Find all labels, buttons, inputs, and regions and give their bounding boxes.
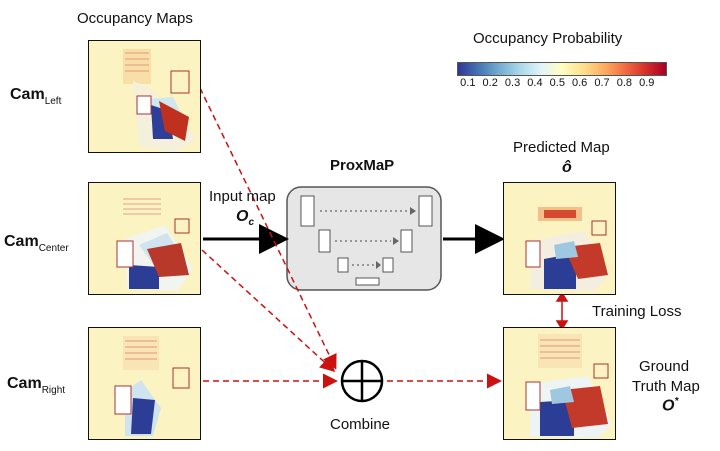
ground-truth-map (503, 327, 616, 440)
cam-right-label: CamRight (7, 375, 66, 396)
predicted-map (503, 182, 616, 295)
left-to-combine-arrow (199, 87, 337, 370)
colorbar-title: Occupancy Probability (473, 30, 623, 47)
input-map-label: Input map (209, 188, 276, 205)
proxmap-label: ProxMaP (330, 157, 395, 174)
ground-truth-label-line1: Ground (639, 358, 690, 375)
occupancy-map-center (88, 182, 201, 295)
occupancy-map-left (88, 40, 201, 153)
ground-truth-label-line2: Truth Map (632, 378, 700, 395)
colorbar-tick-label: 0.5 (549, 77, 565, 89)
training-loss-label: Training Loss (592, 303, 682, 320)
combine-label: Combine (330, 416, 391, 433)
cam-left-label: CamLeft (10, 86, 62, 107)
colorbar-tick-label: 0.9 (639, 77, 655, 89)
colorbar-ticks: 0.1 0.2 0.3 0.4 0.5 0.6 0.7 0.8 0.9 (457, 77, 665, 91)
colorbar-tick-label: 0.3 (504, 77, 521, 89)
colorbar (457, 62, 667, 76)
colorbar-tick-label: 0.7 (594, 77, 610, 89)
colorbar-tick-label: 0.6 (572, 77, 588, 89)
training-loss-arrow (555, 291, 569, 331)
ground-truth-symbol: O* (662, 396, 679, 415)
combine-icon (340, 359, 384, 403)
colorbar-tick-label: 0.2 (482, 77, 498, 89)
predicted-map-symbol: ô (562, 159, 572, 176)
colorbar-tick-label: 0.1 (460, 77, 476, 89)
colorbar-tick-label: 0.4 (527, 77, 543, 89)
input-map-symbol: Oc (236, 208, 255, 229)
proxmap-layers-icon (300, 195, 433, 286)
predicted-map-label: Predicted Map (513, 139, 610, 156)
cam-center-label: CamCenter (4, 233, 69, 254)
occupancy-maps-title: Occupancy Maps (77, 10, 193, 27)
colorbar-tick-label: 0.8 (616, 77, 633, 89)
occupancy-map-right (88, 327, 201, 440)
